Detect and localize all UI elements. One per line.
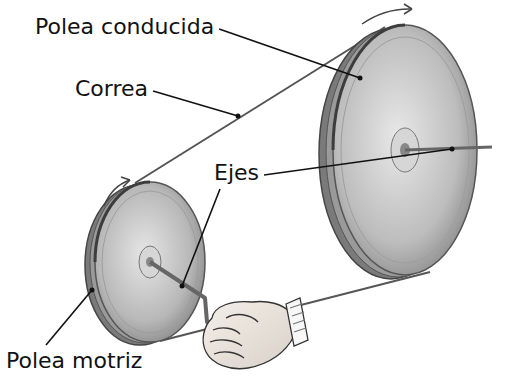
part-label: Correa [75,76,148,102]
hand [203,298,308,369]
part-label: Ejes [214,160,259,186]
leader-line [46,290,92,345]
part-label: Polea motriz [6,348,142,374]
leader-line [264,149,452,175]
driven-pulley [319,25,492,279]
leader-line [219,29,360,78]
driver-pulley [85,182,205,345]
part-label: Polea conducida [35,14,214,40]
leader-dot [358,76,363,81]
leader-dot [180,284,185,289]
leader-dot [236,114,241,119]
leader-dot [450,147,455,152]
leader-line [182,189,220,286]
leader-line [153,91,238,116]
leader-dot [90,288,95,293]
